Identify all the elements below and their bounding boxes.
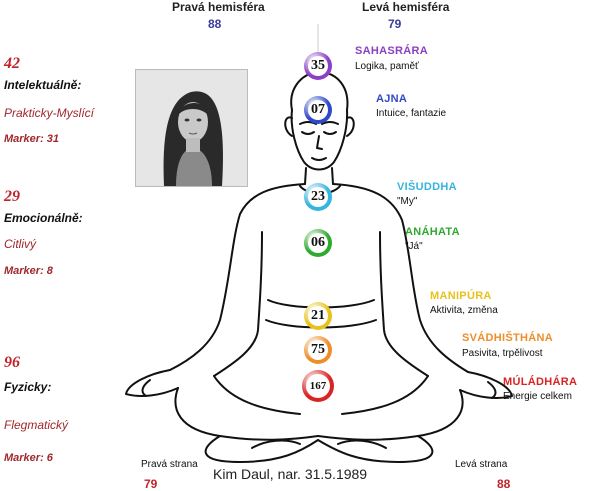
chakra-visuddha-value: 23 (308, 187, 328, 207)
chakra-manipura-value: 21 (308, 306, 328, 326)
chakra-muladhara-circle: 167 (302, 370, 334, 402)
chakra-manipura-circle: 21 (304, 302, 332, 330)
chakra-ajna-desc: Intuice, fantazie (376, 108, 447, 119)
chakra-visuddha-name: VIŠUDDHA (397, 181, 457, 193)
chakra-sahasrara-value: 35 (308, 56, 328, 76)
right-side-label: Pravá strana (141, 459, 198, 470)
emotional-number: 29 (4, 188, 20, 205)
chakra-manipura-name: MANIPÚRA (430, 290, 492, 302)
chakra-ajna-circle: 07 (304, 96, 332, 124)
right-hemisphere-label: Pravá hemisféra (172, 0, 265, 14)
chakra-anahata-circle: 06 (304, 229, 332, 257)
physical-marker: Marker: 6 (4, 452, 53, 464)
chakra-svadhisthana-value: 75 (308, 340, 328, 360)
intellectual-marker: Marker: 31 (4, 133, 60, 145)
chakra-svadhisthana-circle: 75 (304, 336, 332, 364)
chakra-manipura-desc: Aktivita, změna (430, 305, 498, 316)
left-side-value: 88 (497, 477, 511, 491)
chakra-anahata-value: 06 (308, 233, 328, 253)
left-hemisphere-value: 79 (388, 17, 402, 31)
emotional-marker: Marker: 8 (4, 265, 53, 277)
person-caption: Kim Daul, nar. 31.5.1989 (213, 466, 368, 482)
intellectual-type: Prakticky-Myslící (4, 106, 94, 120)
chakra-sahasrara-name: SAHASRÁRA (355, 45, 428, 57)
chakra-ajna-value: 07 (308, 100, 328, 120)
right-hemisphere-value: 88 (208, 17, 222, 31)
chakra-visuddha-circle: 23 (304, 183, 332, 211)
emotional-type: Citlivý (4, 237, 36, 251)
chakra-muladhara-desc: Energie celkem (503, 391, 572, 402)
left-hemisphere-label: Levá hemisféra (362, 0, 450, 14)
portrait-photo (135, 69, 248, 187)
physical-number: 96 (4, 354, 20, 371)
chakra-sahasrara-desc: Logika, paměť (355, 61, 419, 72)
physical-type: Flegmatický (4, 418, 69, 432)
chakra-svadhisthana-desc: Pasivita, trpělivost (462, 348, 543, 359)
right-side-value: 79 (144, 477, 158, 491)
intellectual-number: 42 (4, 55, 20, 72)
chakra-svadhisthana-name: SVÁDHIŠTHÁNA (462, 332, 553, 344)
physical-category: Fyzicky: (4, 380, 52, 394)
intellectual-category: Intelektuálně: (4, 78, 82, 92)
chakra-anahata-desc: "Já" (405, 241, 423, 252)
chakra-anahata-name: ANÁHATA (405, 226, 460, 238)
chakra-ajna-name: AJNA (376, 93, 408, 105)
left-side-label: Levá strana (455, 459, 508, 470)
chakra-muladhara-value: 167 (306, 374, 330, 398)
chakra-sahasrara-circle: 35 (304, 52, 332, 80)
chakra-visuddha-desc: "My" (397, 196, 418, 207)
emotional-category: Emocionálně: (4, 211, 83, 225)
chakra-muladhara-name: MÚLÁDHÁRA (503, 376, 578, 388)
